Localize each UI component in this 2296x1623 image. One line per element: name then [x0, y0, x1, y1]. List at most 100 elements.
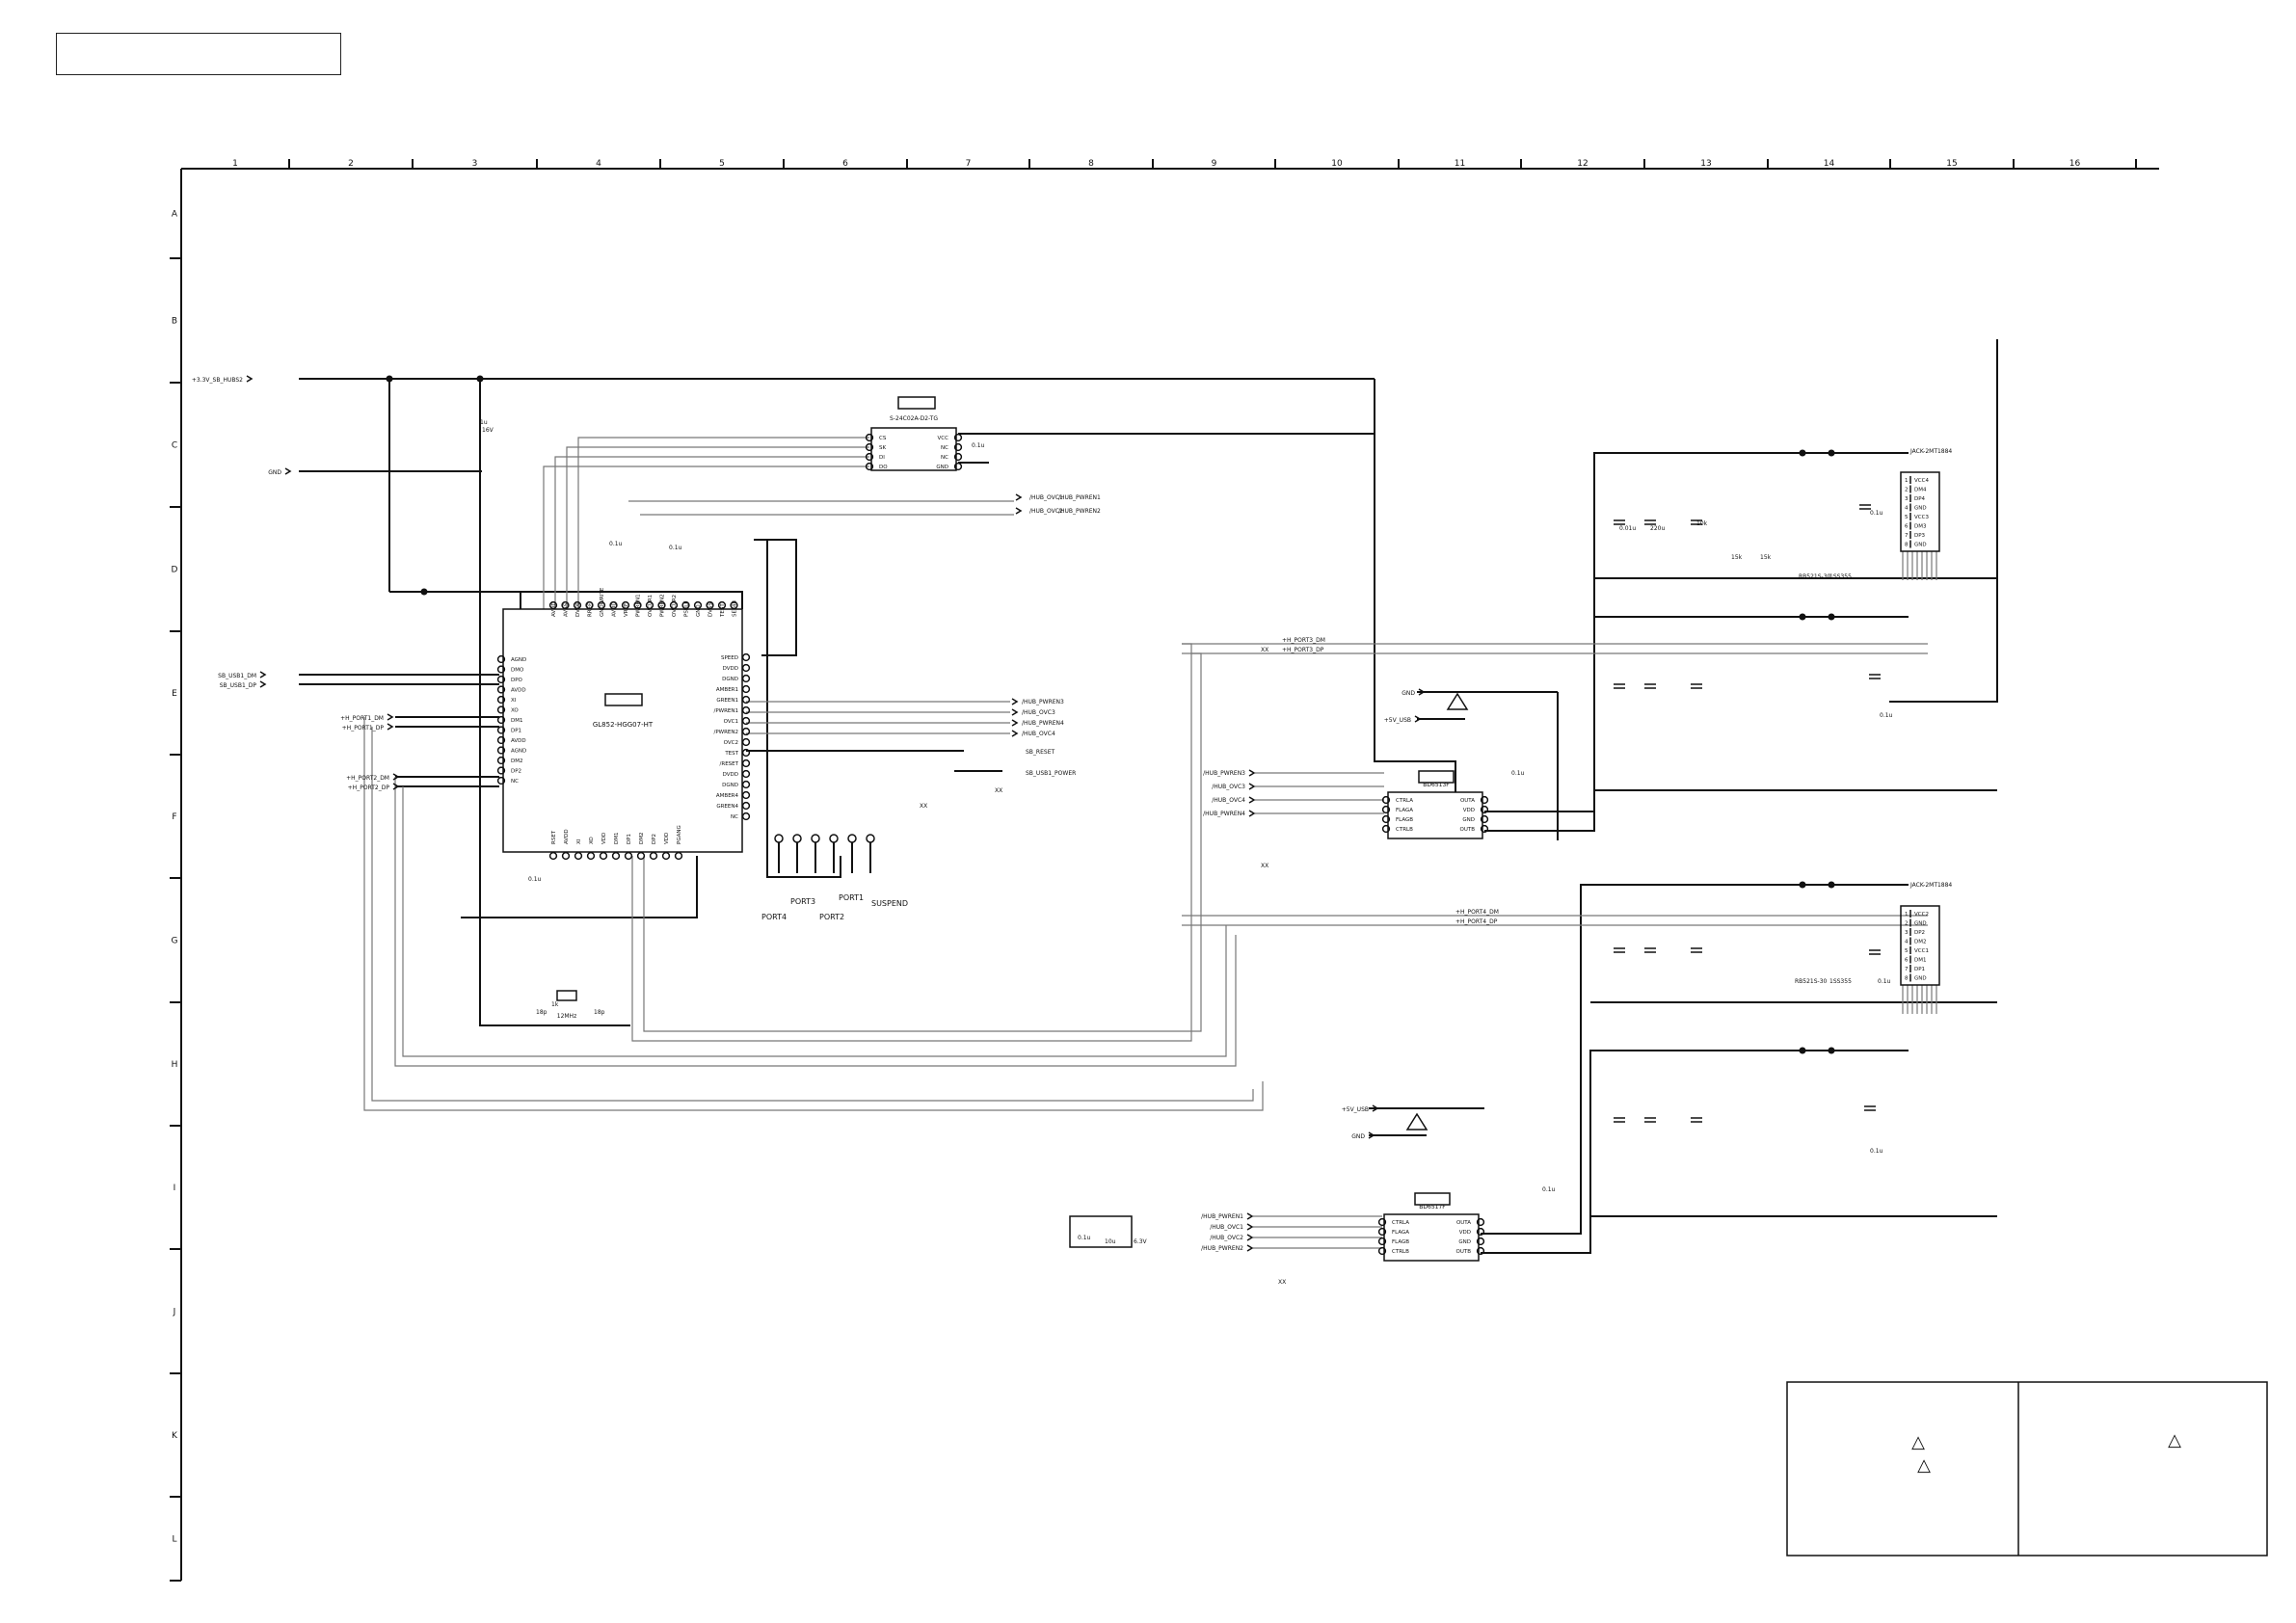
hub-right-pin-label: DVDD: [723, 666, 738, 672]
net-arrow: [1015, 507, 1023, 515]
hub-left-pin: [496, 735, 506, 745]
row-label: A: [172, 210, 178, 220]
hub-top-pin: [706, 600, 714, 610]
port1-long-trace: [363, 717, 1264, 1111]
column-label: 9: [1212, 159, 1217, 169]
eeprom-pin-label: VCC: [938, 436, 949, 441]
drawing-frame: [170, 159, 2159, 1582]
column-label: 11: [1455, 159, 1465, 169]
eeprom-pin-label: GND: [936, 465, 948, 470]
jack-lower-pin-number: 2: [1905, 921, 1909, 927]
hub-bottom-pin: [586, 851, 596, 861]
hub-left-pin: [496, 695, 506, 705]
jack-upper-pin-label: DM3: [1914, 524, 1927, 530]
hub-top-pin-label: GND: [696, 604, 702, 617]
jack-upper-pin-number: 7: [1905, 533, 1909, 539]
crystal-body: [556, 990, 577, 1001]
component-value: XX: [995, 787, 1002, 794]
hub-right-pin: [741, 727, 751, 736]
jack-lower-pin-label: VCC2: [1914, 912, 1929, 918]
title-block: [56, 33, 341, 75]
hub-bottom-pin: [599, 851, 608, 861]
switch-lower-pin-label: CTRLA: [1392, 1220, 1409, 1226]
hub-right-pin: [741, 769, 751, 779]
row-label: H: [172, 1060, 178, 1070]
switch-lower-pin: [1377, 1227, 1387, 1237]
switch-upper-pin-label: FLAGB: [1396, 817, 1413, 823]
crystal-gnd: [479, 918, 630, 1026]
left-net: +3.3V_SB_HUBS2: [192, 377, 243, 384]
column-label: 3: [472, 159, 478, 169]
hub-left-pin-label: DP2: [511, 769, 521, 775]
switch-lower-pin: [1476, 1227, 1485, 1237]
column-label: 1: [232, 159, 238, 169]
junction-dot: [1828, 881, 1835, 889]
component-value: 0.1u: [1511, 770, 1525, 777]
port-net: +H_PORT4_DP: [1455, 918, 1498, 925]
column-label: 13: [1700, 159, 1711, 169]
left-net: +H_PORT2_DM: [346, 775, 389, 782]
left-net: +H_PORT1_DM: [340, 715, 384, 722]
hub-top-pin-label: PWREN2: [660, 594, 666, 617]
hub-top-pin-label: DVSS: [708, 602, 714, 617]
component-value: 0.1u: [1542, 1186, 1556, 1193]
switch-upper-ref-box: [1418, 770, 1455, 784]
hub-right-pin: [741, 684, 751, 694]
jack-upper-pin-label: VCC3: [1914, 515, 1929, 520]
net-ovc2: /HUB_OVC2: [1029, 508, 1063, 515]
port-net: +H_PORT4_DM: [1455, 909, 1499, 916]
hub-top-pin-label: OVCUR2: [672, 595, 678, 617]
switch-lower-in-net: /HUB_PWREN2: [1201, 1245, 1243, 1252]
hub-top-pin: [621, 600, 630, 610]
hub-left-pin: [496, 746, 506, 755]
junction-dot: [420, 588, 428, 596]
component-value: 0.1u: [1880, 712, 1893, 719]
jack-lower-pin-number: 8: [1905, 976, 1909, 982]
vbus-upper-2: [1484, 616, 1909, 832]
column-label: 2: [348, 159, 354, 169]
hub-top-pin: [645, 600, 654, 610]
hub-right-pin: [741, 663, 751, 673]
hub-bottom-pin-label: VDD: [664, 833, 670, 844]
switch-lower-pin-label: OUTB: [1456, 1249, 1472, 1255]
hub-bottom-pin: [548, 851, 558, 861]
row-label: E: [172, 689, 177, 699]
jack-upper-pin-label: GND: [1914, 543, 1927, 548]
led-gnd: [766, 540, 841, 878]
component-value: 0.1u: [1078, 1235, 1091, 1241]
component-value: 0.1u: [609, 541, 623, 547]
switch-upper-in-net: /HUB_OVC3: [1212, 784, 1245, 790]
junction-dot: [476, 375, 484, 383]
hub-left-pin: [496, 675, 506, 684]
hub-bottom-pin-label: RSET: [551, 830, 557, 844]
jack-upper-name: JACK-2MT1884: [1909, 448, 1952, 455]
hub-top-pin-label: SEL48: [733, 599, 738, 617]
eeprom-trace: [543, 466, 869, 609]
caution-mark: △: [1911, 1432, 1925, 1452]
hub-top-pin-label: OVCUR1: [648, 595, 654, 617]
switch-lower-body: [1383, 1213, 1480, 1262]
row-label: I: [174, 1184, 176, 1193]
net-arrow: [1248, 796, 1256, 804]
hub-left-pin: [496, 665, 506, 674]
component-value: 0.1u: [528, 876, 542, 883]
hub-right-pin: [741, 674, 751, 683]
jack-upper-pin-label: GND: [1914, 506, 1927, 512]
switch-lower-in-net: /HUB_PWREN1: [1201, 1213, 1243, 1220]
thin-wires: [363, 437, 1937, 1249]
component-value: 1SS355: [1829, 573, 1852, 580]
jack-upper-pin-number: 4: [1905, 506, 1909, 512]
hub-right-pin-label: NC: [731, 814, 738, 820]
net-arrow: [246, 375, 254, 383]
component-value: RB521S-30: [1795, 978, 1828, 985]
switch-lower-pin: [1377, 1246, 1387, 1256]
hub-top-pin-label: RREF: [588, 603, 594, 617]
switch-lower-pin: [1476, 1246, 1485, 1256]
hub-ic-name: GL852-HGG07-HT: [593, 721, 654, 729]
jack-upper-pin-label: DP4: [1914, 496, 1926, 502]
hub-bottom-pin-label: XI: [576, 838, 582, 844]
jack-upper-pin-label: DP3: [1914, 533, 1926, 539]
net-arrow: [387, 723, 394, 731]
net-pwren2: /HUB_PWREN2: [1058, 508, 1101, 515]
